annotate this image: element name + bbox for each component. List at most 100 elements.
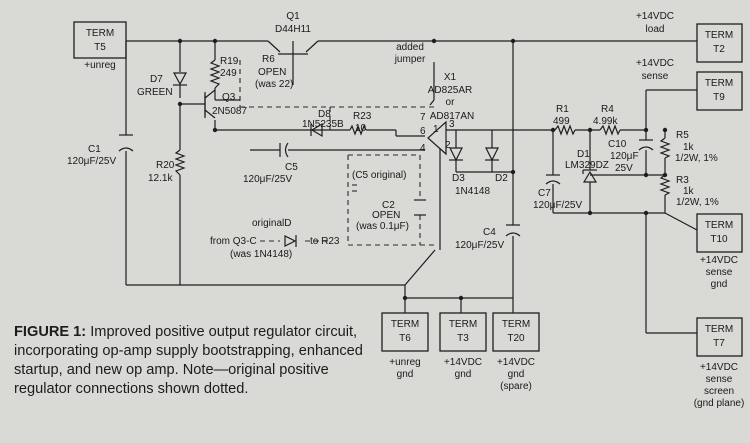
term-t6-id: T6 bbox=[399, 333, 411, 344]
term-t10-box bbox=[696, 213, 743, 253]
q3-part: 2N5087 bbox=[212, 106, 247, 117]
c7-value: 120μF/25V bbox=[533, 200, 582, 211]
term-t2-label: TERM bbox=[705, 30, 733, 41]
c5-ref: C5 bbox=[285, 162, 298, 173]
r4-resistor bbox=[599, 124, 621, 136]
term-t10-note-2: sense bbox=[706, 267, 733, 278]
term-t7-note-4: (gnd plane) bbox=[694, 398, 745, 409]
c5-original-label: (C5 original) bbox=[352, 170, 406, 181]
term-t9-box bbox=[696, 71, 743, 111]
term-t5-box bbox=[73, 21, 127, 59]
term-t3-note-1: +14VDC bbox=[444, 357, 482, 368]
r19-ref: R19 bbox=[220, 56, 239, 67]
d7-part: GREEN bbox=[137, 87, 173, 98]
term-t7-box bbox=[696, 317, 743, 357]
term-t3-box bbox=[439, 312, 487, 352]
x1-part2: AD817AN bbox=[430, 111, 474, 122]
r19-value: 249 bbox=[220, 68, 237, 79]
jumper-line1: added bbox=[396, 42, 424, 53]
r1-ref: R1 bbox=[556, 104, 569, 115]
r3-resistor bbox=[659, 174, 671, 196]
original-d-diode bbox=[284, 235, 297, 247]
term-t6-box bbox=[381, 312, 429, 352]
c10-value: 120μF bbox=[610, 151, 639, 162]
d8-zener bbox=[310, 122, 323, 138]
r6-value: OPEN bbox=[258, 67, 286, 78]
original-d-was: (was 1N4148) bbox=[230, 249, 292, 260]
d2-diode bbox=[485, 147, 499, 162]
term-t7-note-1: +14VDC bbox=[700, 362, 738, 373]
term-t20-label: TERM bbox=[502, 319, 530, 330]
c10-ref: C10 bbox=[608, 139, 627, 150]
terminal-boxes bbox=[73, 21, 743, 357]
term-t10-note-1: +14VDC bbox=[700, 255, 738, 266]
original-d-label: originalD bbox=[252, 218, 291, 229]
jumper-line2: jumper bbox=[394, 54, 426, 65]
term-t2-note-top: +14VDC bbox=[636, 11, 674, 22]
term-t2-box bbox=[696, 23, 743, 63]
c10-rating: 25V bbox=[615, 163, 633, 174]
d8-part: 1N5235B bbox=[302, 119, 344, 130]
term-t20-note-3: (spare) bbox=[500, 381, 532, 392]
q1-ref: Q1 bbox=[286, 11, 300, 22]
r6-note: (was 22) bbox=[255, 79, 293, 90]
r3-value: 1k bbox=[683, 186, 695, 197]
r1-value: 499 bbox=[553, 116, 570, 127]
r3-ref: R3 bbox=[676, 175, 689, 186]
term-t5-label: TERM bbox=[86, 28, 114, 39]
term-t6-note-1: +unreg bbox=[389, 357, 420, 368]
term-t3-note-2: gnd bbox=[455, 369, 472, 380]
term-t7-label: TERM bbox=[705, 324, 733, 335]
pin-6: 6 bbox=[420, 126, 426, 137]
x1-part1: AD825AR bbox=[428, 85, 472, 96]
junction-dots bbox=[177, 38, 668, 301]
d2-ref: D2 bbox=[495, 173, 508, 184]
pin-3: 3 bbox=[449, 119, 455, 130]
r23-ref: R23 bbox=[353, 111, 372, 122]
term-t2-note-bottom: load bbox=[646, 24, 665, 35]
term-t9-id: T9 bbox=[713, 92, 725, 103]
d3-diode bbox=[449, 147, 463, 162]
term-t9-note-top: +14VDC bbox=[636, 58, 674, 69]
r3-rating: 1/2W, 1% bbox=[676, 197, 719, 208]
term-t20-note-2: gnd bbox=[508, 369, 525, 380]
term-t7-id: T7 bbox=[713, 338, 725, 349]
figure-caption: FIGURE 1: Improved positive output regul… bbox=[14, 323, 364, 399]
r1-resistor bbox=[554, 124, 576, 136]
r5-rating: 1/2W, 1% bbox=[675, 153, 718, 164]
q3-ref: Q3 bbox=[222, 92, 236, 103]
d7-led bbox=[172, 72, 188, 86]
term-t7-note-3: screen bbox=[704, 386, 734, 397]
c2-ref: C2 bbox=[382, 200, 395, 211]
term-t9-label: TERM bbox=[705, 78, 733, 89]
d1-ref: D1 bbox=[577, 149, 590, 160]
r5-ref: R5 bbox=[676, 130, 689, 141]
r23-resistor bbox=[349, 124, 367, 136]
term-t20-note-1: +14VDC bbox=[497, 357, 535, 368]
r20-ref: R20 bbox=[156, 160, 175, 171]
c1-ref: C1 bbox=[88, 144, 101, 155]
caption-label: FIGURE 1: bbox=[14, 324, 87, 340]
c2-capacitor bbox=[414, 199, 426, 216]
c10-capacitor bbox=[638, 139, 654, 151]
term-t5-id: T5 bbox=[94, 42, 106, 53]
r5-resistor bbox=[659, 137, 671, 159]
term-t6-note-2: gnd bbox=[397, 369, 414, 380]
caption-text: Improved positive output regulator circu… bbox=[14, 324, 363, 397]
d1-part: LM329DZ bbox=[565, 160, 609, 171]
x1-ref: X1 bbox=[444, 72, 457, 83]
term-t7-note-2: sense bbox=[706, 374, 733, 385]
c4-ref: C4 bbox=[483, 227, 496, 238]
original-d-from: from Q3-C bbox=[210, 236, 257, 247]
term-t6-label: TERM bbox=[391, 319, 419, 330]
original-d-to: to R23 bbox=[310, 236, 340, 247]
d8-ref: D8 bbox=[318, 109, 331, 120]
d1-reference-diode bbox=[582, 169, 598, 183]
term-t3-id: T3 bbox=[457, 333, 469, 344]
q3-transistor bbox=[204, 89, 216, 119]
term-t3-label: TERM bbox=[449, 319, 477, 330]
x1-opamp bbox=[427, 120, 447, 156]
term-t20-box bbox=[492, 312, 540, 352]
c4-value: 120μF/25V bbox=[455, 240, 504, 251]
r6-ref: R6 bbox=[262, 54, 275, 65]
